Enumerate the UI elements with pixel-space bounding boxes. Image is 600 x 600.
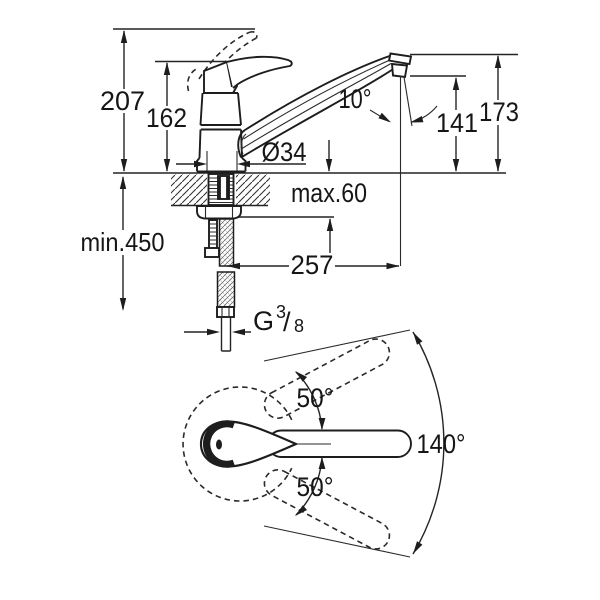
dim-hose-min-length: min.450 <box>79 176 166 311</box>
dim-outlet-height: 141 <box>434 77 479 172</box>
dim-thread-size: G 3 / 8 <box>184 302 304 337</box>
label-swivel-up: 50° <box>297 383 334 413</box>
connection-tube <box>220 317 232 352</box>
dim-label-207: 207 <box>100 86 145 116</box>
flex-hose-upper <box>218 218 235 267</box>
faucet-body <box>196 92 247 173</box>
countertop-section <box>171 174 270 205</box>
swivel-lower-arc <box>295 457 326 516</box>
swivel-upper-arc <box>295 371 326 430</box>
hose-nut <box>216 306 235 318</box>
dim-label-10deg: 10° <box>339 84 372 114</box>
thread-label-denominator: 8 <box>294 316 304 336</box>
label-swivel-down: 50° <box>297 472 334 502</box>
mounting-shank <box>207 173 235 206</box>
spout-position-upper-dashed <box>263 338 391 419</box>
swivel-total-arc <box>263 329 445 558</box>
lever-swing-envelope <box>182 386 293 502</box>
dim-label-162: 162 <box>146 103 187 133</box>
spout-position-lower-dashed <box>263 469 391 550</box>
flex-hose-lower <box>216 271 236 308</box>
outlet-angle-annotation <box>369 76 438 266</box>
dim-label-173: 173 <box>479 97 519 127</box>
label-swivel-total: 140° <box>417 429 466 459</box>
reference-lines <box>113 28 518 218</box>
lever-handle <box>203 55 293 94</box>
pivot-cap <box>203 420 235 468</box>
pivot-dot <box>216 439 222 450</box>
spout <box>237 52 413 159</box>
dim-counter-thickness: max.60 <box>291 140 367 265</box>
dim-spout-height: 173 <box>478 55 520 172</box>
thread-label-numerator: 3 <box>276 302 286 322</box>
dim-label-dia34: Ø34 <box>262 137 307 167</box>
aerator <box>390 62 409 79</box>
top-view-swivel-diagram: 50° 50° 140° <box>182 329 466 558</box>
dim-label-141: 141 <box>436 108 478 138</box>
dim-label-257: 257 <box>291 250 334 280</box>
dim-label-max60: max.60 <box>291 178 367 208</box>
dim-height-overall: 207 <box>98 30 147 172</box>
side-view-drawing: 207 162 min.450 141 <box>79 28 520 352</box>
dim-label-min450: min.450 <box>81 227 165 257</box>
dim-shank-diameter: Ø34 <box>176 137 307 168</box>
thread-label-slash: / <box>283 307 291 337</box>
dim-spout-reach: 257 <box>227 250 400 280</box>
dim-height-lever: 162 <box>144 62 189 172</box>
thread-label-g: G <box>253 306 274 336</box>
under-counter-assembly <box>196 205 242 352</box>
lever-plan-view <box>199 420 299 468</box>
spout-head <box>387 52 413 66</box>
